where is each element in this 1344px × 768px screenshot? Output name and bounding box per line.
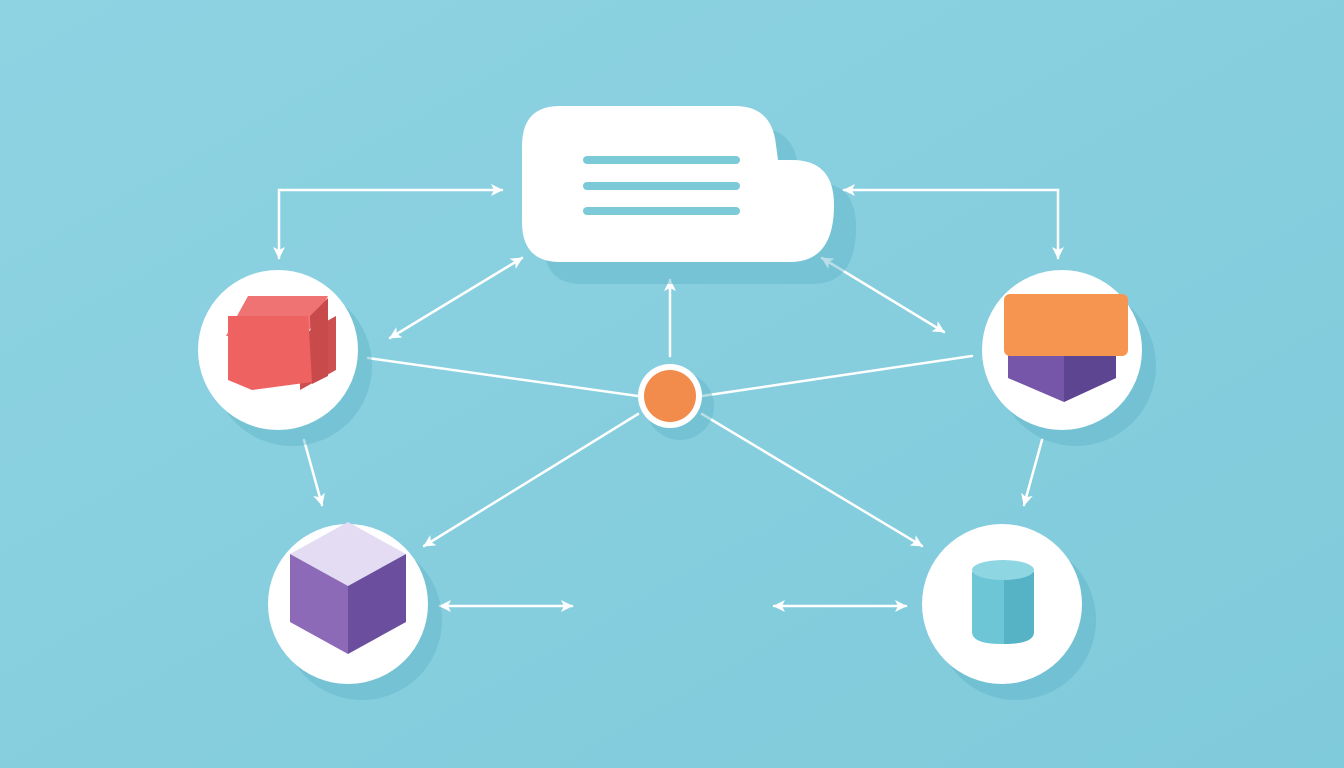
- edge-red-box-to-hub: [366, 356, 640, 398]
- orange-purple-badge-icon: [1004, 294, 1128, 402]
- hub-dot-icon: [644, 370, 696, 422]
- red-box-node: [198, 270, 372, 446]
- purple-cube-icon: [290, 522, 406, 654]
- orange-purple-badge-node: [982, 270, 1156, 446]
- document-lines-icon: [583, 156, 740, 215]
- purple-cube-node: [268, 522, 442, 700]
- edge-hub-to-cylinder: [700, 412, 924, 548]
- red-box-icon: [226, 296, 336, 390]
- edge-cloud-to-badge-elbow: [842, 184, 1064, 260]
- central-hub-node: [638, 364, 714, 440]
- edge-red-box-to-cube: [302, 438, 325, 507]
- teal-cylinder-node: [922, 524, 1096, 700]
- edge-badge-to-hub: [700, 354, 974, 398]
- edge-red-box-to-cloud-elbow: [273, 184, 504, 260]
- edge-badge-to-cylinder: [1021, 438, 1044, 507]
- connectors: [273, 184, 1064, 612]
- cloud-document-node: [522, 106, 856, 284]
- edge-cloud-to-badge-diagonal: [820, 256, 946, 334]
- edge-hub-to-cube: [422, 412, 640, 548]
- teal-cylinder-icon: [972, 560, 1034, 644]
- edge-red-box-to-cloud-diagonal: [388, 256, 524, 340]
